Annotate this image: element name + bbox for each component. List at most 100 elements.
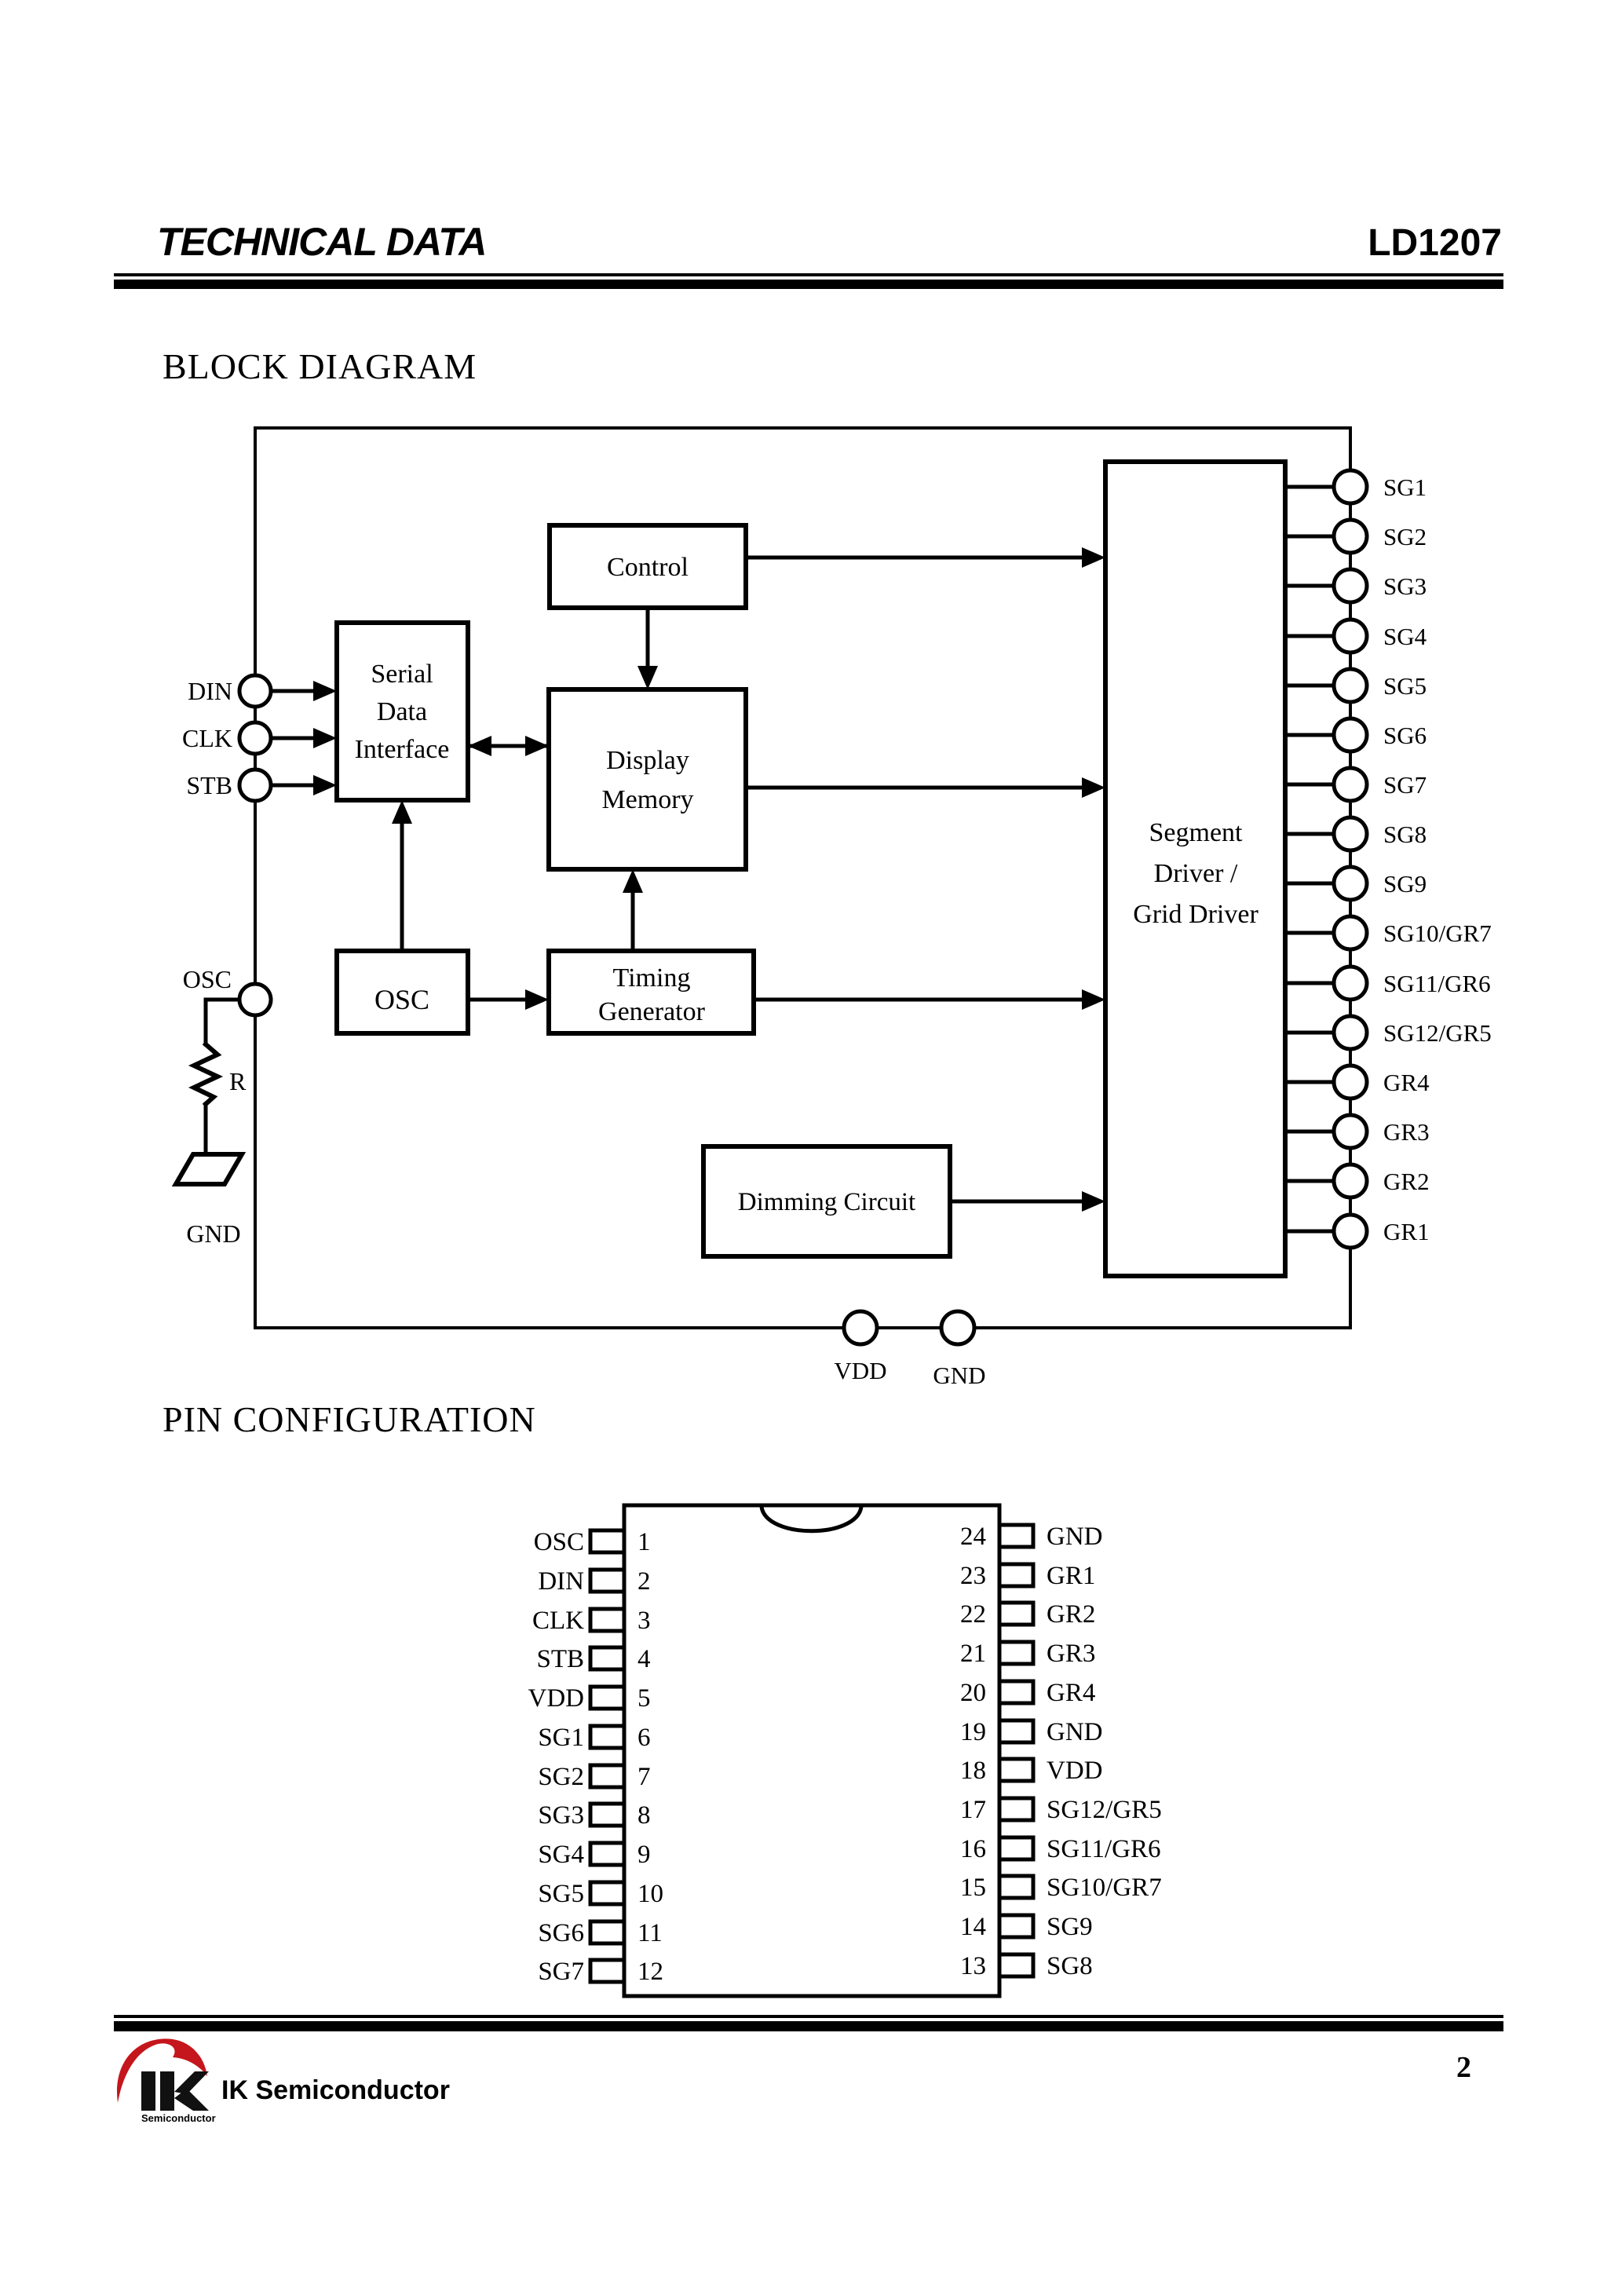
company-name: IK Semiconductor [221, 2075, 450, 2105]
right-pin-numbers: 24 23 22 21 20 19 18 17 16 15 14 13 [960, 1523, 986, 1980]
svg-text:DIN: DIN [538, 1567, 584, 1596]
control-block-box [547, 523, 748, 610]
left-pin-names: OSC DIN CLK STB VDD SG1 SG2 SG3 SG4 SG5 … [528, 1528, 585, 1986]
svg-text:7: 7 [637, 1763, 651, 1791]
page-footer: Semiconductor IK Semiconductor 2 [114, 2015, 1503, 2124]
svg-text:SG7: SG7 [538, 1958, 584, 1986]
svg-text:GR1: GR1 [1047, 1562, 1095, 1590]
svg-text:SG4: SG4 [538, 1841, 584, 1869]
svg-text:SG7: SG7 [1383, 771, 1427, 799]
part-number: LD1207 [1368, 222, 1502, 264]
ik-logo-letter-k-bar [160, 2071, 174, 2111]
ik-logo-letter-k-lower [174, 2089, 209, 2111]
output-labels: SG1 SG2 SG3 SG4 SG5 SG6 SG7 SG8 SG9 SG10… [1383, 473, 1492, 1245]
gnd-label: GND [933, 1362, 985, 1389]
svg-text:GR1: GR1 [1383, 1218, 1430, 1245]
svg-text:24: 24 [960, 1523, 986, 1551]
svg-text:SG10/GR7: SG10/GR7 [1047, 1874, 1162, 1902]
svg-text:2: 2 [637, 1567, 651, 1596]
right-pin-names: GND GR1 GR2 GR3 GR4 GND VDD SG12/GR5 SG1… [1047, 1523, 1162, 1980]
svg-text:SG11/GR6: SG11/GR6 [1047, 1835, 1160, 1863]
osc-label: OSC [183, 965, 232, 993]
svg-text:19: 19 [960, 1718, 986, 1746]
gnd-terminal-circle [939, 1309, 977, 1347]
block-diagram: Control Serial Data Interface Display Me… [171, 426, 1492, 1389]
svg-text:GR2: GR2 [1383, 1168, 1430, 1195]
block-labels: Control Serial Data Interface Display Me… [355, 553, 1259, 1216]
header-rule-thick [114, 280, 1503, 289]
right-pin-stubs [997, 1523, 1036, 1979]
footer-rule-thin [114, 2015, 1503, 2018]
timing-generator-line1: Timing [613, 963, 691, 993]
stb-label: STB [186, 771, 232, 799]
block-diagram-heading: BLOCK DIAGRAM [163, 346, 477, 386]
resistor-symbol [188, 1040, 224, 1108]
svg-text:SG11/GR6: SG11/GR6 [1383, 970, 1491, 997]
display-memory-line1: Display [606, 746, 689, 775]
svg-text:SG10/GR7: SG10/GR7 [1383, 919, 1492, 947]
svg-text:SG12/GR5: SG12/GR5 [1383, 1019, 1492, 1047]
pin-configuration-diagram: OSC DIN CLK STB VDD SG1 SG2 SG3 SG4 SG5 … [528, 1503, 1162, 1998]
svg-text:OSC: OSC [534, 1528, 584, 1556]
sdi-label-line2: Data [377, 697, 427, 726]
svg-text:SG3: SG3 [538, 1801, 584, 1830]
ik-logo-letter-i [141, 2071, 155, 2111]
input-labels: DIN CLK STB OSC [182, 677, 232, 993]
arrowheads [313, 547, 1105, 1212]
segment-driver-box [1103, 459, 1288, 1278]
dimming-circuit-box [701, 1144, 952, 1259]
vdd-terminal-circle [842, 1309, 879, 1347]
svg-text:VDD: VDD [1047, 1757, 1103, 1785]
clk-terminal-circle [237, 720, 273, 756]
control-label: Control [607, 553, 689, 582]
ik-logo-red-swoosh [117, 2038, 207, 2103]
left-pin-numbers: 1 2 3 4 5 6 7 8 9 10 11 12 [637, 1528, 663, 1986]
svg-text:GR3: GR3 [1383, 1118, 1430, 1146]
svg-text:3: 3 [637, 1607, 651, 1635]
serial-data-interface-box [334, 620, 470, 803]
svg-text:11: 11 [637, 1919, 663, 1947]
svg-text:1: 1 [637, 1528, 651, 1556]
page-header: TECHNICAL DATA LD1207 [114, 220, 1503, 289]
svg-text:14: 14 [960, 1913, 986, 1941]
dimming-circuit-label: Dimming Circuit [738, 1188, 915, 1216]
svg-text:GR3: GR3 [1047, 1640, 1095, 1668]
svg-text:GR2: GR2 [1047, 1600, 1095, 1629]
segment-driver-line2: Driver / [1154, 859, 1238, 888]
osc-ground-label: GND [186, 1219, 240, 1248]
sdi-label-line1: Serial [371, 660, 433, 689]
left-pin-stubs [588, 1528, 627, 1984]
svg-text:12: 12 [637, 1958, 663, 1986]
svg-text:4: 4 [637, 1645, 651, 1673]
svg-text:18: 18 [960, 1757, 986, 1785]
package-notch [759, 1506, 864, 1534]
svg-text:SG1: SG1 [1383, 473, 1427, 501]
svg-text:21: 21 [960, 1640, 986, 1668]
svg-text:13: 13 [960, 1952, 986, 1980]
power-terminals [842, 1309, 977, 1347]
segment-driver-line1: Segment [1149, 818, 1244, 847]
segment-driver-line3: Grid Driver [1133, 900, 1259, 929]
display-memory-line2: Memory [601, 785, 693, 814]
timing-generator-line2: Generator [598, 997, 706, 1026]
svg-text:SG2: SG2 [1383, 523, 1427, 550]
svg-text:SG5: SG5 [1383, 672, 1427, 700]
svg-text:STB: STB [536, 1645, 584, 1673]
svg-text:8: 8 [637, 1801, 651, 1830]
svg-text:22: 22 [960, 1600, 986, 1629]
clk-label: CLK [182, 724, 232, 752]
svg-text:VDD: VDD [528, 1684, 585, 1713]
svg-text:17: 17 [960, 1796, 986, 1824]
pin-configuration-heading: PIN CONFIGURATION [163, 1399, 536, 1439]
svg-text:SG6: SG6 [1383, 722, 1427, 749]
din-label: DIN [188, 677, 232, 705]
svg-text:20: 20 [960, 1679, 986, 1707]
svg-text:GND: GND [1047, 1718, 1103, 1746]
svg-text:10: 10 [637, 1880, 663, 1908]
svg-text:9: 9 [637, 1841, 651, 1869]
svg-text:SG4: SG4 [1383, 623, 1427, 650]
svg-text:16: 16 [960, 1835, 986, 1863]
svg-text:GR4: GR4 [1047, 1679, 1095, 1707]
svg-text:GND: GND [1047, 1523, 1103, 1551]
